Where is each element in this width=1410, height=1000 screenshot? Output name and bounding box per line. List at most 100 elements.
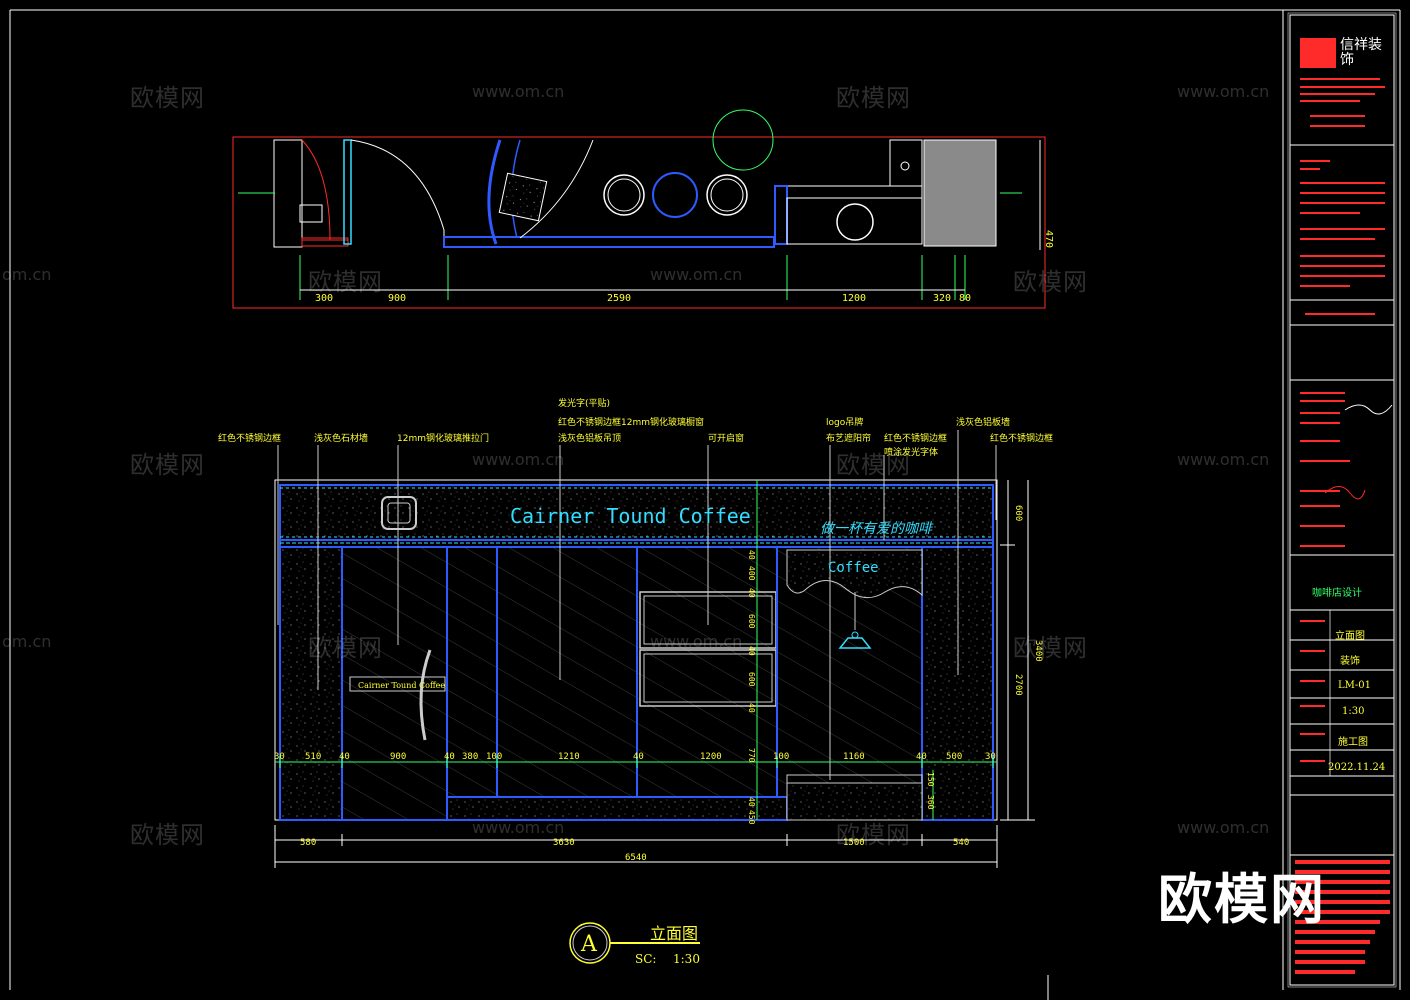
bottom-dim-2: 1500	[843, 838, 865, 848]
right-dim-2: 2700	[1013, 674, 1023, 696]
h-dim-1: 510	[305, 752, 321, 762]
watermark-partial-url: om.cn	[2, 632, 52, 651]
callout-2: 12mm钢化玻璃推拉门	[397, 432, 489, 444]
h-dim-10: 100	[773, 752, 789, 762]
watermark-url: www.om.cn	[472, 818, 565, 837]
watermark-url: www.om.cn	[650, 632, 743, 651]
tb-drawing-no: LM-01	[1338, 680, 1371, 691]
h-dim-13: 500	[946, 752, 962, 762]
inner-dim-1: 400	[747, 566, 756, 581]
watermark-brand: 欧模网	[130, 451, 205, 479]
watermark-url: www.om.cn	[472, 450, 565, 469]
watermark-partial-url: om.cn	[2, 265, 52, 284]
bottom-dim-0: 580	[300, 838, 316, 848]
plan-dim-5: 80	[959, 293, 971, 304]
tb-project: 咖啡店设计	[1312, 588, 1362, 599]
h-dim-0: 30	[274, 752, 285, 762]
watermark-brand: 欧模网	[836, 451, 911, 479]
watermark-url: www.om.cn	[650, 265, 743, 284]
elevation-view	[274, 430, 1035, 868]
title-block	[1287, 12, 1397, 988]
inner-dim-8: 40	[747, 797, 756, 807]
h-dim-11: 1160	[843, 752, 865, 762]
tb-date: 2022.11.24	[1328, 762, 1386, 773]
title-name: 立面图	[650, 924, 698, 943]
callout-9: 红色不锈钢边框	[884, 432, 947, 444]
watermark-url: www.om.cn	[1177, 82, 1270, 101]
counter-dim-1: 360	[926, 795, 935, 810]
callout-6: 可开启窗	[708, 432, 744, 444]
right-dim-0: 600	[1013, 505, 1023, 521]
drawing-title: A 立面图 SC: 1:30	[569, 922, 700, 966]
h-dim-2: 40	[339, 752, 350, 762]
callout-3: 发光字(平贴)	[558, 397, 610, 409]
inner-dim-0: 40	[747, 550, 756, 560]
elevation-bottom-dims: 580 3630 1500 540 6540	[300, 838, 969, 863]
title-scale-label: SC:	[635, 952, 656, 966]
watermark-brand: 欧模网	[130, 84, 205, 112]
h-dim-3: 900	[390, 752, 406, 762]
callout-4: 红色不锈钢边框12mm钢化玻璃橱窗	[558, 416, 704, 428]
inner-dim-9: 450	[747, 810, 756, 825]
bottom-dim-3: 540	[953, 838, 969, 848]
callout-10: 喷涂发光字体	[884, 446, 938, 458]
h-dim-4: 40	[444, 752, 455, 762]
tb-stage: 施工图	[1338, 737, 1368, 748]
total-dim: 6540	[625, 853, 647, 863]
inner-dim-2: 40	[747, 588, 756, 598]
watermark-brand: 欧模网	[308, 634, 383, 662]
sheet-frame	[9, 9, 1401, 1000]
h-dim-7: 1210	[558, 752, 580, 762]
watermark-brand: 欧模网	[130, 821, 205, 849]
sign-text: Cairner Tound Coffee	[510, 504, 751, 528]
h-dim-14: 30	[985, 752, 996, 762]
plan-dim-4: 320	[933, 293, 951, 304]
callout-7: logo吊牌	[826, 416, 863, 428]
tb-drawing-name: 立面图	[1335, 631, 1365, 642]
inner-dim-5: 600	[747, 672, 756, 687]
counter-dim-0: 150	[926, 772, 935, 787]
watermark-url: www.om.cn	[472, 82, 565, 101]
plan-side-dim: 470	[1043, 230, 1054, 248]
tb-scale: 1:30	[1342, 706, 1365, 717]
title-badge: A	[580, 932, 598, 957]
callout-12: 红色不锈钢边框	[990, 432, 1053, 444]
elevation-right-dims: 600 3400 2700	[1013, 505, 1043, 696]
h-dim-6: 100	[486, 752, 502, 762]
bottom-dim-1: 3630	[553, 838, 575, 848]
h-dim-5: 380	[462, 752, 478, 762]
inner-dim-7: 770	[747, 748, 756, 763]
callout-1: 浅灰色石材墙	[314, 432, 368, 444]
watermark-brand: 欧模网	[836, 821, 911, 849]
title-scale-value: 1:30	[673, 952, 700, 966]
plan-view	[232, 110, 1046, 309]
h-dim-12: 40	[916, 752, 927, 762]
elevation-callouts: 红色不锈钢边框 浅灰色石材墙 12mm钢化玻璃推拉门 发光字(平贴) 红色不锈钢…	[218, 397, 1053, 458]
small-sign: Cairner Tound Coffee	[358, 681, 445, 690]
h-dim-9: 1200	[700, 752, 722, 762]
callout-5: 浅灰色铝板吊顶	[558, 432, 621, 444]
plan-dimensions: 300 900 2590 1200 320 80 470	[315, 230, 1054, 304]
watermark-big-logo: 欧模网	[1158, 868, 1326, 931]
watermark-url: www.om.cn	[1177, 450, 1270, 469]
elevation-inner-dims: 40 400 40 600 40 600 40 770 40 450 150 3…	[747, 550, 935, 825]
elevation-h-dims: 30 510 40 900 40 380 100 1210 40 1200 10…	[274, 752, 996, 762]
plan-dim-3: 1200	[842, 293, 866, 304]
plan-dim-0: 300	[315, 293, 333, 304]
watermark-brand: 欧模网	[836, 84, 911, 112]
callout-11: 浅灰色铝板墙	[956, 416, 1010, 428]
watermark-brand: 欧模网	[1013, 268, 1088, 296]
plan-dim-1: 900	[388, 293, 406, 304]
h-dim-8: 40	[633, 752, 644, 762]
elevation-texts: Cairner Tound Coffee 做一杯有爱的咖啡 Coffee Cai…	[358, 504, 934, 690]
inner-dim-3: 600	[747, 614, 756, 629]
inner-dim-6: 40	[747, 703, 756, 713]
watermark-url: www.om.cn	[1177, 818, 1270, 837]
slogan-text: 做一杯有爱的咖啡	[820, 521, 934, 537]
coffee-label: Coffee	[828, 560, 879, 576]
tb-drawing-type: 装饰	[1340, 656, 1360, 667]
inner-dim-4: 40	[747, 646, 756, 656]
callout-8: 布艺遮阳帘	[826, 432, 871, 444]
right-dim-1: 3400	[1033, 640, 1043, 662]
